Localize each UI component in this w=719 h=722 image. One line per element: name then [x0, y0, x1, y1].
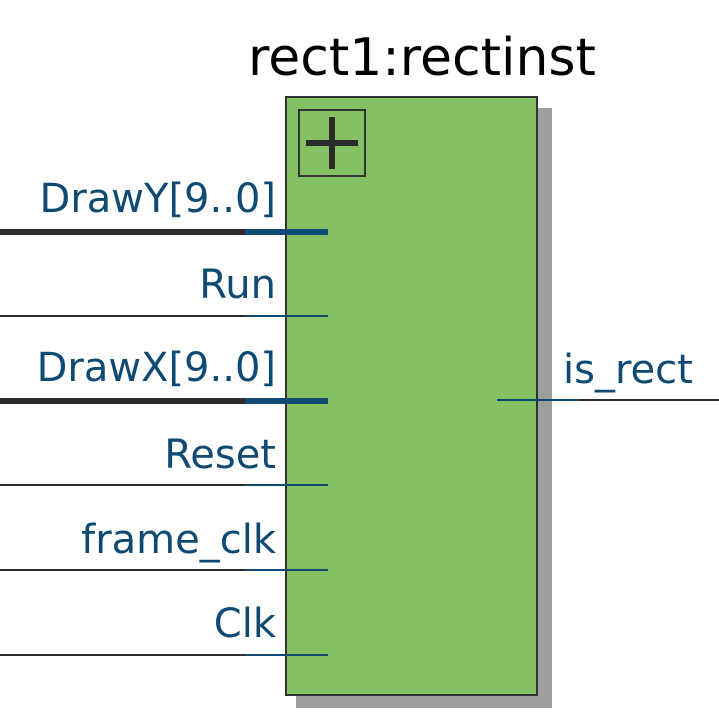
plus-icon-vertical	[329, 117, 335, 169]
pin-clk[interactable]	[245, 654, 328, 656]
wire-drawx[interactable]	[0, 398, 245, 404]
pin-frame-clk[interactable]	[245, 569, 328, 571]
port-label-clk: Clk	[213, 601, 276, 647]
wire-reset[interactable]	[0, 484, 245, 486]
wire-is-rect[interactable]	[580, 399, 719, 401]
port-label-drawx: DrawX[9..0]	[36, 345, 276, 391]
wire-run[interactable]	[0, 315, 245, 317]
wire-clk[interactable]	[0, 654, 245, 656]
pin-is-rect[interactable]	[497, 399, 580, 401]
port-label-reset: Reset	[164, 432, 276, 478]
pin-drawy[interactable]	[245, 229, 328, 235]
wire-drawy[interactable]	[0, 229, 245, 235]
pin-drawx[interactable]	[245, 398, 328, 404]
port-label-drawy: DrawY[9..0]	[39, 176, 276, 222]
pin-reset[interactable]	[245, 484, 328, 486]
port-label-frame-clk: frame_clk	[81, 517, 276, 563]
module-block[interactable]	[285, 96, 538, 696]
pin-run[interactable]	[245, 315, 328, 317]
port-label-run: Run	[199, 262, 276, 308]
port-label-is-rect: is_rect	[563, 347, 693, 393]
wire-frame-clk[interactable]	[0, 569, 245, 571]
block-title: rect1:rectinst	[248, 28, 596, 88]
expand-button[interactable]	[298, 109, 366, 177]
